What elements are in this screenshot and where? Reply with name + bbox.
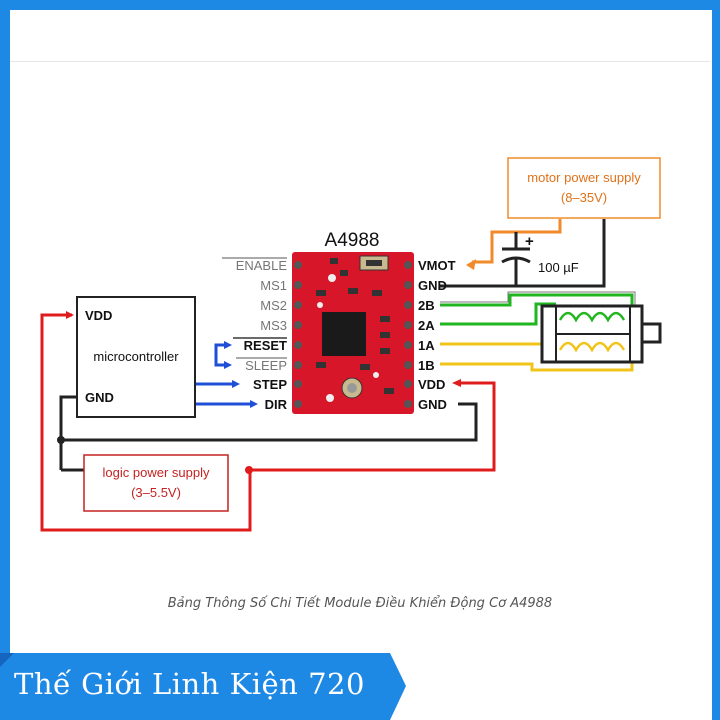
- image-caption: Bảng Thông Số Chi Tiết Module Điều Khiển…: [167, 596, 553, 611]
- control-wires: [196, 343, 252, 406]
- pin-label-ms2: MS2: [260, 298, 287, 313]
- right-pin-labels: VMOT GND 2B 2A 1A 1B VDD GND: [418, 258, 456, 412]
- left-pin-labels: ENABLE MS1 MS2 MS3 RESET SLEEP STEP DIR: [236, 258, 288, 412]
- arrow-sleep: [224, 361, 232, 369]
- arrow-vdd-chip: [452, 379, 461, 387]
- logic-supply-range: (3–5.5V): [131, 485, 181, 500]
- motor-supply-label: motor power supply: [527, 170, 641, 185]
- motor-supply-range: (8–35V): [561, 190, 607, 205]
- pin-label-gnd-motor: GND: [418, 278, 447, 293]
- capacitor-plus: +: [525, 233, 534, 250]
- board-pins-left: [294, 261, 302, 408]
- arrow-dir: [250, 400, 258, 408]
- logic-supply-label: logic power supply: [103, 465, 210, 480]
- arrow-step: [232, 380, 240, 388]
- pin-label-1a: 1A: [418, 338, 435, 353]
- pin-label-sleep: SLEEP: [245, 358, 287, 373]
- motor-supply-box: motor power supply (8–35V): [507, 157, 661, 219]
- right-border: [712, 0, 720, 720]
- pin-label-ms1: MS1: [260, 278, 287, 293]
- microcontroller-box: VDD microcontroller GND: [76, 296, 196, 418]
- left-border: [0, 0, 10, 720]
- pin-label-step: STEP: [253, 377, 287, 392]
- brand-banner: [0, 653, 406, 720]
- divider-line: [10, 61, 710, 62]
- logic-power-wires: [40, 313, 496, 532]
- ground-junction-dot: [57, 436, 65, 444]
- arrow-vmot: [466, 259, 476, 270]
- motor-supply-wires: [472, 219, 562, 264]
- pin-label-reset: RESET: [244, 338, 287, 353]
- junction-dot: [245, 466, 253, 474]
- mcu-gnd-label: GND: [85, 390, 114, 405]
- pin-label-vdd: VDD: [418, 377, 445, 392]
- logic-supply-box: logic power supply (3–5.5V): [83, 454, 229, 512]
- pin-label-1b: 1B: [418, 358, 435, 373]
- arrow-reset: [224, 341, 232, 349]
- coil-b-wires-outline: [440, 291, 636, 306]
- chip-title: A4988: [325, 230, 380, 251]
- pin-label-dir: DIR: [265, 397, 288, 412]
- top-border: [0, 0, 720, 10]
- arrow-vdd-mcu: [66, 311, 74, 319]
- pin-label-gnd-logic: GND: [418, 397, 447, 412]
- coil-b-wires: [440, 293, 634, 326]
- pin-label-vmot: VMOT: [418, 258, 456, 273]
- capacitor-value: 100 µF: [538, 260, 579, 275]
- mcu-vdd-label: VDD: [85, 308, 112, 323]
- pin-label-enable: ENABLE: [236, 258, 288, 273]
- pin-label-ms3: MS3: [260, 318, 287, 333]
- stepper-motor: [540, 304, 662, 364]
- a4988-board: [292, 252, 414, 414]
- pin-label-2b: 2B: [418, 298, 435, 313]
- pin-label-2a: 2A: [418, 318, 435, 333]
- board-pins-right: [404, 261, 412, 408]
- ground-wires: [59, 219, 606, 472]
- capacitor-symbol: [501, 232, 531, 286]
- brand-banner-text: Thế Giới Linh Kiện 720: [14, 667, 365, 701]
- mcu-label: microcontroller: [93, 349, 179, 364]
